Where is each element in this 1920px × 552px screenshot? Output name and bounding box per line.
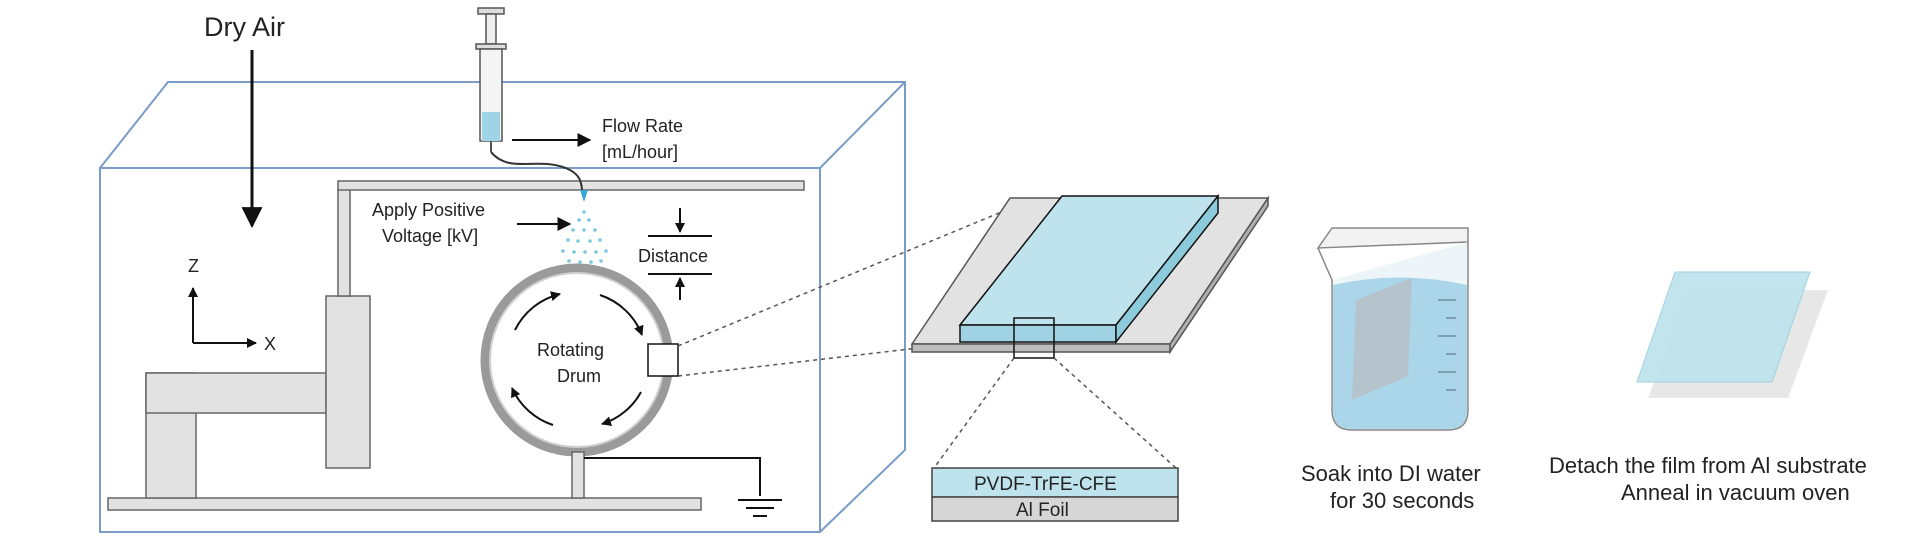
soak-caption-1: Soak into DI water: [1301, 461, 1481, 486]
distance-label: Distance: [638, 246, 708, 266]
beaker-icon: [1316, 227, 1469, 431]
voltage-label-1: Apply Positive: [372, 200, 485, 220]
syringe-icon: [475, 7, 588, 202]
film-zoom-box: [1013, 317, 1055, 359]
translation-stage: [145, 180, 805, 499]
ground-icon: [738, 499, 782, 517]
voltage-label-2: Voltage [kV]: [382, 226, 478, 246]
detach-caption-1: Detach the film from Al substrate: [1549, 453, 1867, 478]
rotating-drum: [480, 263, 674, 457]
distance-indicator: [648, 208, 712, 300]
layer-stack: PVDF-TrFE-CFE Al Foil: [931, 467, 1179, 522]
axis-indicator: Z X: [188, 256, 276, 354]
drum-label-1: Rotating: [537, 340, 604, 360]
base-plate: [107, 497, 702, 511]
detach-caption-2: Anneal in vacuum oven: [1621, 480, 1850, 505]
soak-caption-2: for 30 seconds: [1330, 488, 1474, 513]
al-foil-layer: [931, 496, 1179, 522]
axis-x-label: X: [264, 334, 276, 354]
chamber: [99, 81, 906, 533]
drum-zoom-box: [647, 343, 679, 377]
axis-z-label: Z: [188, 256, 199, 276]
pvdf-label: PVDF-TrFE-CFE: [974, 474, 1117, 495]
detached-film-icon: [1636, 271, 1828, 398]
dry-air-label: Dry Air: [204, 12, 285, 42]
flow-rate-label-2: [mL/hour]: [602, 142, 678, 162]
al-foil-label: Al Foil: [1016, 500, 1069, 521]
drum-stand: [571, 451, 761, 499]
flow-rate-label-1: Flow Rate: [602, 116, 683, 136]
substrate-with-film: [910, 193, 1270, 359]
spray-droplets: [561, 210, 608, 264]
drum-label-2: Drum: [557, 366, 601, 386]
